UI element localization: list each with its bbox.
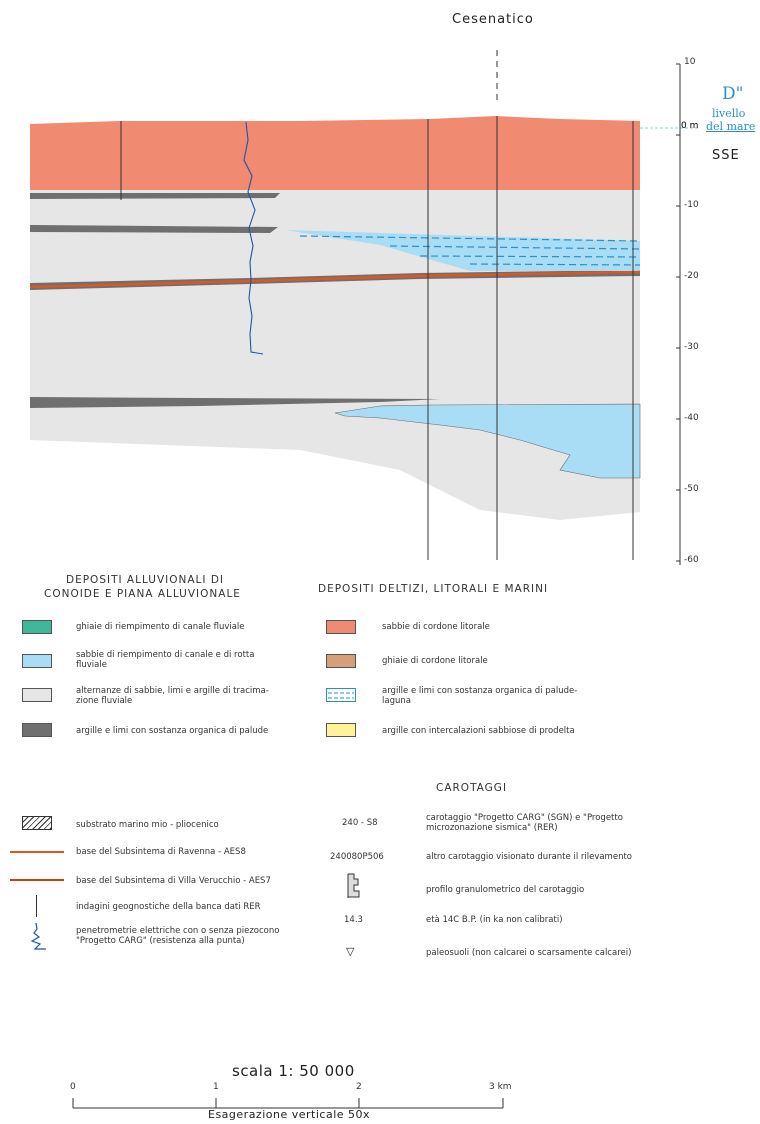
swatch-alternations xyxy=(22,688,52,702)
legend-label-aes8: base del Subsintema di Ravenna - AES8 xyxy=(76,847,246,857)
red-sand-layer xyxy=(30,116,640,190)
legend-label-grain-profile: profilo granulometrico del carotaggio xyxy=(426,885,585,895)
legend-right-title: DEPOSITI DELTIZI, LITORALI E MARINI xyxy=(318,583,549,595)
legend-label-clay-swamp: argille e limi con sostanza organica di … xyxy=(76,726,269,736)
dark-clay-layer-4 xyxy=(30,397,440,408)
swatch-gravel-channel xyxy=(22,620,52,634)
legend-label-lagoon: argille e limi con sostanza organica di … xyxy=(382,686,578,706)
vertical-exaggeration-note: Esagerazione verticale 50x xyxy=(208,1108,371,1121)
legend-label-age: età 14C B.P. (in ka non calibrati) xyxy=(426,915,563,925)
legend-label-cpt: penetrometrie elettriche con o senza pie… xyxy=(76,926,280,946)
swatch-lagoon xyxy=(326,688,356,702)
tick-label--40: -40 xyxy=(684,413,699,423)
legend-label-aes7: base del Subsintema di Villa Verucchio -… xyxy=(76,876,271,886)
dark-clay-layer-2 xyxy=(30,225,278,233)
blue-sand-body xyxy=(334,403,641,479)
scale-title: scala 1: 50 000 xyxy=(232,1062,355,1080)
legend-left-title-1: DEPOSITI ALLUVIONALI DI xyxy=(66,574,225,586)
tick-label-10: 10 xyxy=(684,57,696,67)
lagoon-wedge xyxy=(285,230,640,271)
swatch-prodelta xyxy=(326,723,356,737)
legend-label-alternations: alternanze di sabbie, limi e argille di … xyxy=(76,686,269,706)
legend-label-littoral-sand: sabbie di cordone litorale xyxy=(382,622,490,632)
tick-label--60: -60 xyxy=(684,555,699,565)
scale-tick-3: 3 km xyxy=(489,1082,512,1092)
tick-label--20: -20 xyxy=(684,271,699,281)
legend-label-paleosol: paleosuoli (non calcarei o scarsamente c… xyxy=(426,948,632,958)
swatch-littoral-sand xyxy=(326,620,356,634)
scale-tick-2: 2 xyxy=(356,1082,362,1092)
legend-label-other-core: altro carotaggio visionato durante il ri… xyxy=(426,852,632,862)
legend-label-borehole: indagini geognostiche della banca dati R… xyxy=(76,902,261,912)
borehole-line-icon xyxy=(36,895,37,917)
cross-section: 0 m xyxy=(29,50,700,565)
legend-left-title-2: CONOIDE E PIANA ALLUVIONALE xyxy=(44,588,241,600)
cpt-trace xyxy=(243,121,264,355)
tick-label--10: -10 xyxy=(684,200,699,210)
swatch-clay-swamp xyxy=(22,723,52,737)
legend-label-substrate: substrato marino mio - pliocenico xyxy=(76,820,219,830)
sea-level-label-1: livello xyxy=(712,107,746,120)
orientation-label: SSE xyxy=(712,148,740,163)
legend-label-carg: carotaggio "Progetto CARG" (SGN) e "Prog… xyxy=(426,813,623,833)
code-age: 14.3 xyxy=(344,915,363,925)
cpt-trace-icon xyxy=(30,923,46,950)
tick-label--30: -30 xyxy=(684,342,699,352)
scale-tick-1: 1 xyxy=(213,1082,219,1092)
legend-label-sand-channel: sabbie di riempimento di canale e di rot… xyxy=(76,650,255,670)
location-label: Cesenatico xyxy=(452,12,534,27)
code-carg: 240 - S8 xyxy=(342,818,378,828)
depth-axis xyxy=(676,63,681,565)
scale-bar xyxy=(72,1098,504,1109)
scale-tick-0: 0 xyxy=(70,1082,76,1092)
code-other-core: 240080P506 xyxy=(330,852,384,862)
section-end-label: D" xyxy=(722,84,744,104)
tick-label--50: -50 xyxy=(684,484,699,494)
paleosol-triangle-icon: ▽ xyxy=(346,945,355,958)
swatch-sand-channel xyxy=(22,654,52,668)
swatch-littoral-gravel xyxy=(326,654,356,668)
aes8-line-icon xyxy=(10,851,64,853)
legend-label-littoral-gravel: ghiaie di cordone litorale xyxy=(382,656,488,666)
aes7-line-icon xyxy=(10,879,64,881)
grain-profile-icon xyxy=(347,873,360,898)
substrate-hatch-icon xyxy=(22,816,52,830)
zero-label: 0 m xyxy=(681,121,698,131)
sea-level-label-2: del mare xyxy=(706,120,756,133)
legend-label-prodelta: argille con intercalazioni sabbiose di p… xyxy=(382,726,575,736)
legend-label-gravel-channel: ghiaie di riempimento di canale fluviale xyxy=(76,622,245,632)
carotaggi-title: CAROTAGGI xyxy=(436,782,508,794)
aes8-boundary xyxy=(29,270,641,289)
dark-clay-layer-1 xyxy=(30,193,280,199)
